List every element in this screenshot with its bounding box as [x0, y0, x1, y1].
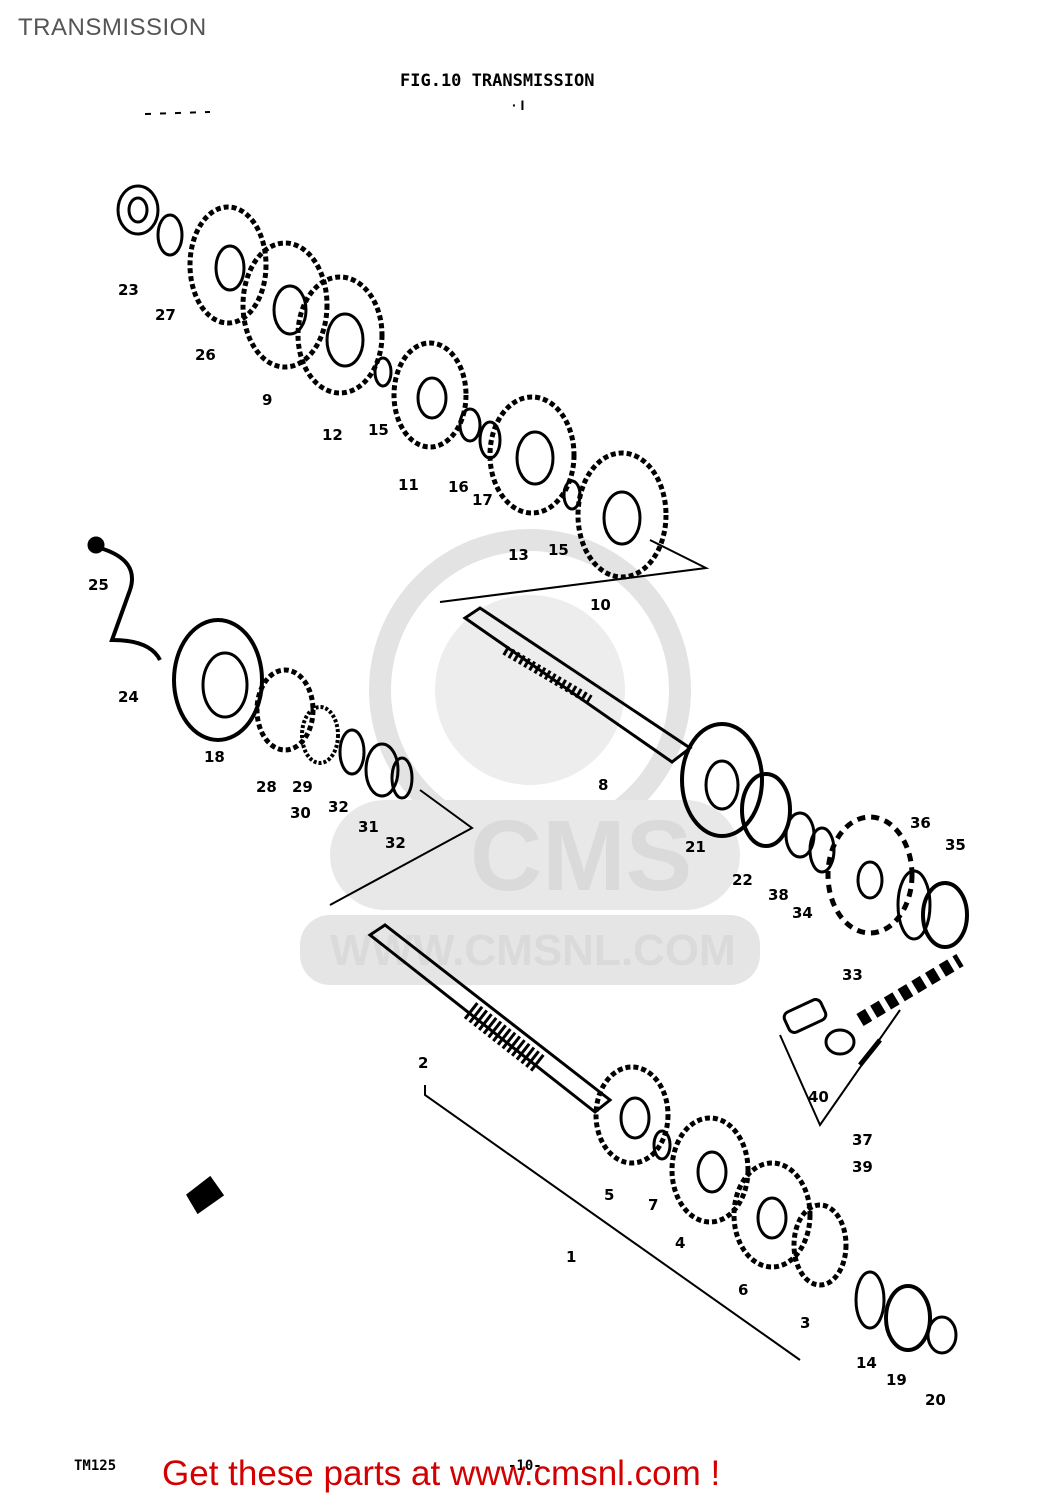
callout-37: 38 [768, 886, 789, 904]
callout-13: 13 [508, 546, 529, 564]
callout-17: 17 [472, 491, 493, 509]
callout-38: 37 [852, 1131, 873, 1149]
inputshaft-assembly [186, 923, 958, 1361]
callout-8: 8 [598, 776, 608, 794]
callout-24: 24 [118, 688, 139, 706]
callout-10: 10 [590, 596, 611, 614]
promo-link[interactable]: Get these parts at www.cmsnl.com ! [162, 1454, 721, 1493]
callout-33: 33 [842, 966, 863, 984]
callout-20: 20 [925, 1391, 946, 1409]
callout-12: 12 [322, 426, 343, 444]
page-title: TRANSMISSION [18, 14, 207, 41]
callout-15a: 15 [368, 421, 389, 439]
callout-26: 26 [195, 346, 216, 364]
watermark-brand: CMS [470, 800, 692, 912]
figure-mark: · I [512, 97, 524, 113]
callout-22: 23 [118, 281, 139, 299]
callout-2: 2 [418, 1054, 428, 1072]
callout-23: 22 [732, 871, 753, 889]
callout-19: 19 [886, 1371, 907, 1389]
callout-27: 27 [155, 306, 176, 324]
callout-34: 34 [792, 904, 813, 922]
figure-title: FIG.10 TRANSMISSION [400, 71, 594, 91]
cmsnl-watermark: CMS WWW.CMSNL.COM [300, 529, 760, 985]
callout-39: 39 [852, 1158, 873, 1176]
callout-29: 29 [292, 778, 313, 796]
callout-16: 16 [448, 478, 469, 496]
callout-6: 6 [738, 1281, 748, 1299]
callout-15b: 15 [548, 541, 569, 559]
callout-labels: 23 27 26 9 12 15 11 16 17 13 15 10 25 24… [88, 281, 966, 1409]
countershaft-assembly [116, 184, 710, 603]
callout-9: 9 [262, 391, 272, 409]
callout-28: 28 [256, 778, 277, 796]
driveshaft-assembly [87, 536, 969, 1128]
callout-32a: 32 [328, 798, 349, 816]
callout-5: 5 [604, 1186, 614, 1204]
callout-11: 11 [398, 476, 419, 494]
callout-7: 7 [648, 1196, 658, 1214]
callout-14: 14 [856, 1354, 877, 1372]
callout-18: 18 [204, 748, 225, 766]
model-code: TM125 [74, 1458, 116, 1474]
callout-30: 30 [290, 804, 311, 822]
callout-35: 35 [945, 836, 966, 854]
callout-32b: 32 [385, 834, 406, 852]
page-number: -10- [508, 1458, 542, 1474]
callout-21: 21 [685, 838, 706, 856]
callout-25: 25 [88, 576, 109, 594]
callout-40: 40 [808, 1088, 829, 1106]
callout-36: 36 [910, 814, 931, 832]
callout-3: 3 [800, 1314, 810, 1332]
callout-4: 4 [675, 1234, 685, 1252]
callout-1: 1 [566, 1248, 576, 1266]
callout-31: 31 [358, 818, 379, 836]
